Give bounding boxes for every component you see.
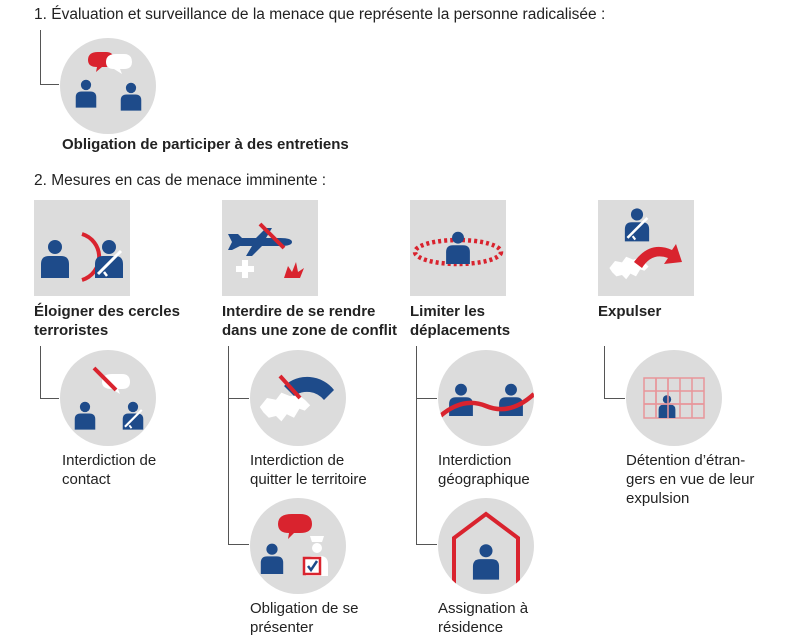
no-exit-switzerland-icon [250,350,346,446]
connector-line [40,346,59,399]
no-flight-to-conflict-zone-icon [222,200,318,296]
column-label-interdire: Interdire de se rendre dans une zone de … [222,303,398,339]
connector-line [228,346,249,399]
column-label-eloigner: Éloigner des cercles terroristes [34,303,180,339]
measure-label-contact: Interdiction de contact [62,452,157,488]
person-separated-from-terrorist-icon [34,200,130,296]
connector-line [416,346,437,399]
house-arrest-icon [438,498,534,594]
restricted-movement-icon [410,200,506,296]
report-to-police-icon [250,498,346,594]
detention-icon [626,350,722,446]
column-label-limiter: Limiter les déplacements [410,303,511,339]
connector-line [40,30,59,85]
geographic-ban-icon [438,350,534,446]
measure-label-detention: Détention d’étran- gers en vue de leur e… [626,452,755,507]
connector-line [604,346,625,399]
section-2-heading: 2. Mesures en cas de menace imminente : [34,172,327,189]
column-label-expulser: Expulser [598,303,662,320]
measure-label-residence: Assignation à résidence [438,600,529,636]
measure-label-entretiens: Obligation de participer à des entretien… [62,136,349,153]
measure-label-territoire: Interdiction de quitter le territoire [250,452,367,488]
two-people-speech-bubbles-icon [60,38,156,134]
connector-line [228,346,229,544]
expulsion-icon [598,200,694,296]
measure-label-presenter: Obligation de se présenter [250,600,359,636]
no-contact-icon [60,350,156,446]
section-1-heading: 1. Évaluation et surveillance de la mena… [34,6,606,23]
connector-line [228,490,249,545]
connector-line [416,346,417,544]
measure-label-geographique: Interdiction géographique [438,452,530,488]
connector-line [416,490,437,545]
